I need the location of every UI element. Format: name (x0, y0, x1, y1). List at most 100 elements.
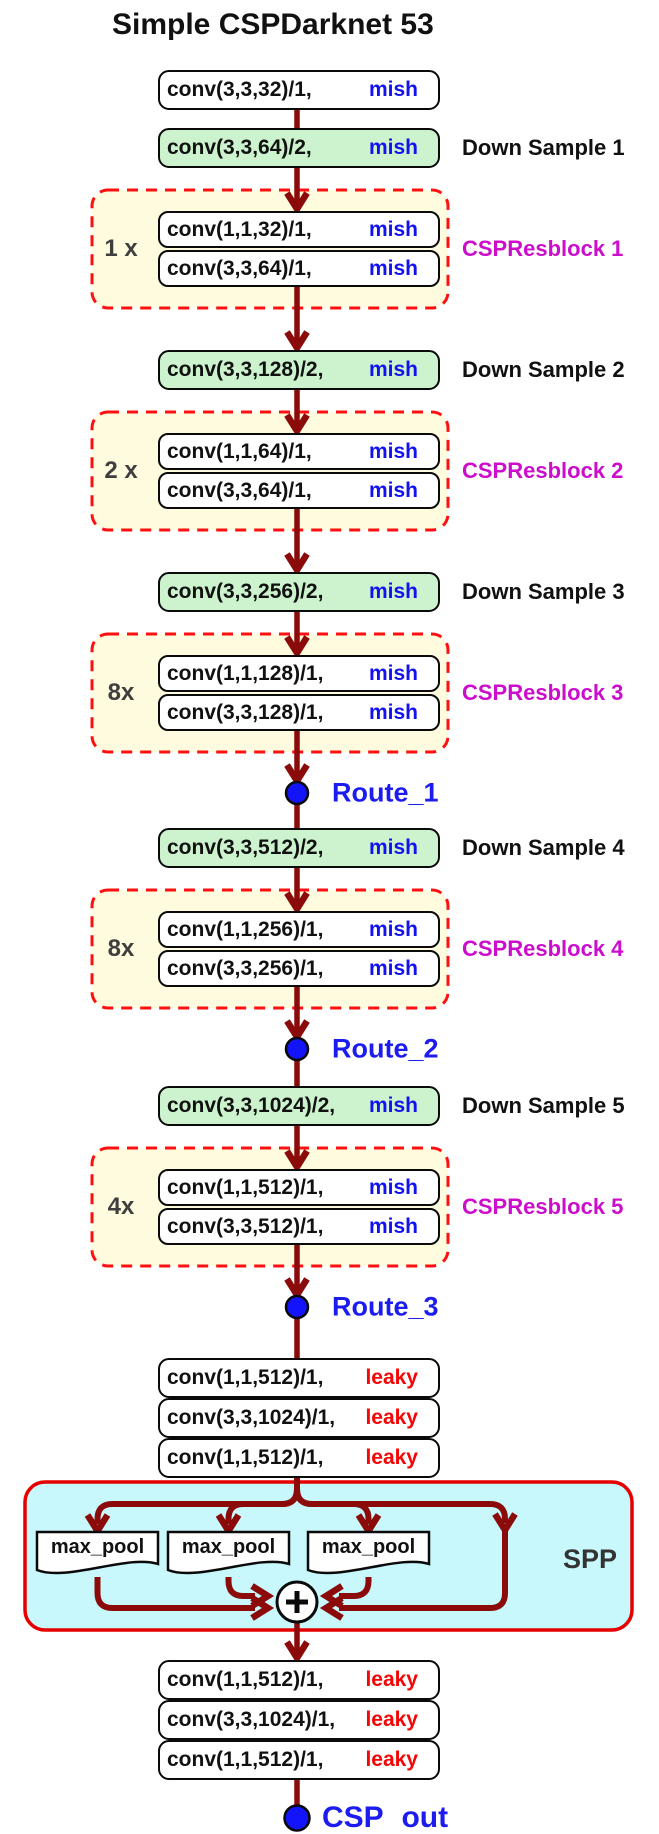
downsample-2-label: Down Sample 2 (462, 357, 625, 382)
maxpool-2-out (225, 1577, 255, 1599)
resblock-2-multiplier: 2 x (104, 457, 138, 484)
activation-label: mish (368, 358, 418, 381)
activation-label: mish (368, 1175, 418, 1199)
post-spp-conv-3: conv(1,1,512)/1, leaky (158, 1740, 440, 1780)
resblock-3-multiplier: 8x (107, 679, 135, 706)
concat-node (275, 1580, 319, 1624)
post-spp-conv-2: conv(3,3,1024)/1, leaky (158, 1700, 440, 1740)
conv-label: conv(3,3,256)/1, (167, 956, 324, 980)
conv-label: conv(1,1,512)/1, (167, 1748, 324, 1771)
conv-label: conv(3,3,1024)/1, (167, 1708, 336, 1731)
activation-label: mish (368, 580, 418, 603)
downsample-4-block: conv(3,3,512)/2, mish (158, 828, 440, 868)
csp-out-label: CSP out (322, 1801, 449, 1834)
resblock-5-conv-2: conv(3,3,512)/1, mish (158, 1208, 440, 1245)
conv-label: conv(3,3,128)/2, (167, 358, 324, 381)
route-2-label: Route_2 (332, 1033, 439, 1064)
resblock-5-label: CSPResblock 5 (462, 1194, 624, 1219)
activation-label: mish (368, 256, 418, 280)
maxpool-3-shape (306, 1530, 431, 1575)
resblock-4-label: CSPResblock 4 (462, 936, 624, 961)
resblock-1-conv-2: conv(3,3,64)/1, mish (158, 250, 440, 287)
maxpool-1-shape (35, 1530, 160, 1575)
resblock-4-conv-1: conv(1,1,256)/1, mish (158, 911, 440, 948)
conv-label: conv(1,1,256)/1, (167, 917, 324, 941)
pre-spp-conv-3: conv(1,1,512)/1, leaky (158, 1438, 440, 1478)
conv-label: conv(3,3,1024)/2, (167, 1094, 336, 1117)
route-3-marker (284, 1294, 310, 1320)
activation-label: mish (368, 700, 418, 724)
post-spp-conv-1: conv(1,1,512)/1, leaky (158, 1660, 440, 1700)
conv-label: conv(1,1,128)/1, (167, 661, 324, 685)
downsample-3-block: conv(3,3,256)/2, mish (158, 572, 440, 612)
activation-label: leaky (365, 1668, 418, 1691)
resblock-1-conv-1: conv(1,1,32)/1, mish (158, 211, 440, 248)
spp-bypass-line (339, 1530, 508, 1611)
maxpool-2-label: max_pool (181, 1536, 276, 1558)
spp-label: SPP (563, 1544, 618, 1574)
conv-label: conv(1,1,512)/1, (167, 1366, 324, 1389)
activation-label: leaky (365, 1446, 418, 1469)
maxpool-3-label: max_pool (321, 1536, 416, 1558)
activation-label: mish (368, 1214, 418, 1238)
stem-conv-block: conv(3,3,32)/1, mish (158, 70, 440, 110)
route-1-marker (284, 780, 310, 806)
resblock-5-conv-1: conv(1,1,512)/1, mish (158, 1169, 440, 1206)
downsample-5-label: Down Sample 5 (462, 1093, 625, 1118)
downsample-5-block: conv(3,3,1024)/2, mish (158, 1086, 440, 1126)
diagram-title: Simple CSPDarknet 53 (112, 8, 434, 41)
conv-label: conv(3,3,128)/1, (167, 700, 324, 724)
resblock-3-conv-1: conv(1,1,128)/1, mish (158, 655, 440, 692)
downsample-1-block: conv(3,3,64)/2, mish (158, 128, 440, 168)
route-2-marker (284, 1036, 310, 1062)
activation-label: leaky (365, 1708, 418, 1731)
downsample-1-label: Down Sample 1 (462, 135, 625, 160)
downsample-2-block: conv(3,3,128)/2, mish (158, 350, 440, 390)
maxpool-1-label: max_pool (50, 1536, 145, 1558)
conv-label: conv(1,1,512)/1, (167, 1175, 324, 1199)
conv-label: conv(3,3,256)/2, (167, 580, 324, 603)
resblock-2-label: CSPResblock 2 (462, 458, 624, 483)
activation-label: mish (368, 478, 418, 502)
conv-label: conv(1,1,512)/1, (167, 1668, 324, 1691)
conv-label: conv(1,1,64)/1, (167, 439, 312, 463)
activation-label: mish (368, 136, 418, 159)
conv-label: conv(3,3,512)/2, (167, 836, 324, 859)
csp-out-marker (283, 1804, 311, 1832)
resblock-5-multiplier: 4x (107, 1193, 135, 1220)
activation-label: leaky (365, 1366, 418, 1389)
conv-label: conv(3,3,64)/1, (167, 256, 312, 280)
route-1-label: Route_1 (332, 777, 439, 808)
resblock-3-label: CSPResblock 3 (462, 680, 624, 705)
activation-label: mish (368, 661, 418, 685)
conv-label: conv(1,1,32)/1, (167, 217, 312, 241)
pre-spp-conv-1: conv(1,1,512)/1, leaky (158, 1358, 440, 1398)
conv-label: conv(3,3,32)/1, (167, 78, 312, 101)
activation-label: mish (368, 78, 418, 101)
activation-label: mish (368, 956, 418, 980)
maxpool-3-out (339, 1577, 372, 1599)
activation-label: leaky (365, 1748, 418, 1771)
conv-label: conv(3,3,64)/1, (167, 478, 312, 502)
activation-label: mish (368, 439, 418, 463)
resblock-1-multiplier: 1 x (104, 235, 138, 262)
resblock-3-conv-2: conv(3,3,128)/1, mish (158, 694, 440, 731)
route-3-label: Route_3 (332, 1291, 439, 1322)
conv-label: conv(3,3,512)/1, (167, 1214, 324, 1238)
maxpool-1-out (94, 1577, 255, 1611)
resblock-4-conv-2: conv(3,3,256)/1, mish (158, 950, 440, 987)
spp-branches (94, 1478, 508, 1611)
downsample-4-label: Down Sample 4 (462, 835, 625, 860)
resblock-2-conv-1: conv(1,1,64)/1, mish (158, 433, 440, 470)
activation-label: leaky (365, 1406, 418, 1429)
resblock-2-conv-2: conv(3,3,64)/1, mish (158, 472, 440, 509)
resblock-1-label: CSPResblock 1 (462, 236, 624, 261)
activation-label: mish (368, 836, 418, 859)
resblock-4-multiplier: 8x (107, 935, 135, 962)
activation-label: mish (368, 1094, 418, 1117)
conv-label: conv(3,3,64)/2, (167, 136, 312, 159)
downsample-3-label: Down Sample 3 (462, 579, 625, 604)
maxpool-2-shape (166, 1530, 291, 1575)
activation-label: mish (368, 917, 418, 941)
